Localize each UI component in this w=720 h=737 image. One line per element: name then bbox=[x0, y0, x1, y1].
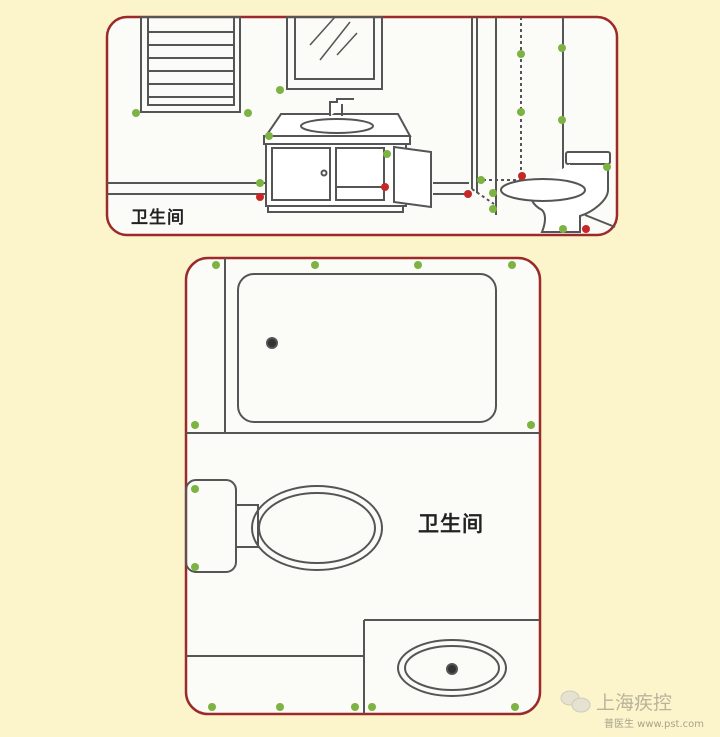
bathtub bbox=[186, 258, 540, 434]
sink-plan bbox=[186, 619, 540, 714]
watermark-secondary: 普医生 www.pst.com bbox=[604, 719, 704, 730]
watermark: 上海疾控 bbox=[596, 692, 673, 714]
baseboard bbox=[107, 182, 469, 195]
shower bbox=[471, 17, 564, 217]
louver-window bbox=[140, 16, 241, 113]
wechat-icon bbox=[560, 690, 591, 713]
toilet-plan bbox=[185, 479, 383, 573]
green-dots bbox=[132, 44, 611, 711]
red-dots bbox=[256, 172, 590, 233]
floor-plan-label: 卫生间 bbox=[418, 512, 484, 536]
vanity-cabinet bbox=[263, 98, 432, 213]
toilet bbox=[500, 151, 616, 233]
top-panel-label: 卫生间 bbox=[131, 208, 185, 228]
mirror bbox=[286, 16, 383, 90]
